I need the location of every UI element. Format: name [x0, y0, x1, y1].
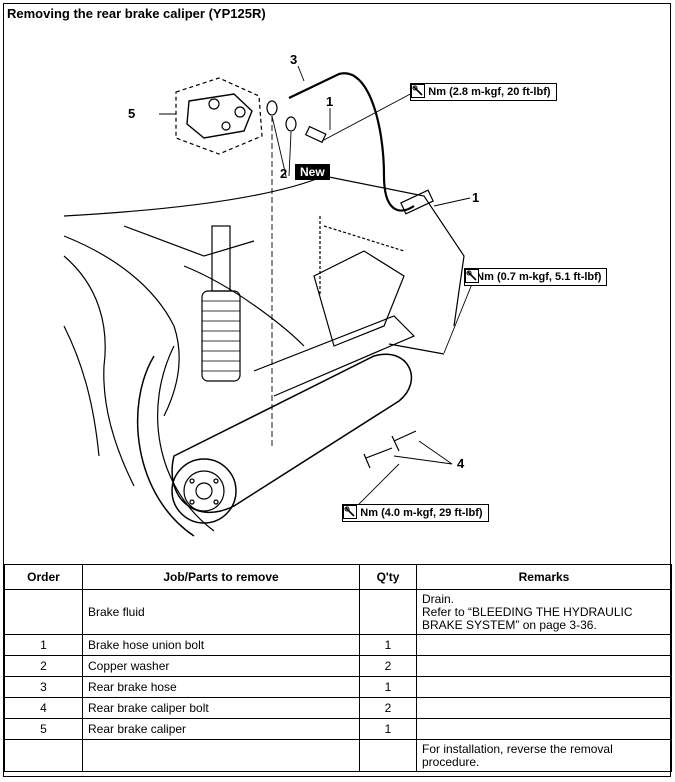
hose-clamp — [400, 189, 434, 215]
cell-remarks: For installation, reverse the removal pr… — [416, 739, 672, 772]
shock-absorber — [201, 290, 241, 382]
cell-order — [4, 739, 83, 772]
table-row: 4 Rear brake caliper bolt 2 — [4, 697, 672, 719]
caliper-bolt-lower — [363, 447, 393, 469]
table-row: 5 Rear brake caliper 1 — [4, 718, 672, 740]
header-order: Order — [4, 564, 83, 590]
cell-order: 1 — [4, 634, 83, 656]
cell-qty: 1 — [359, 634, 417, 656]
diagram-drawing — [63, 65, 475, 537]
union-bolt — [304, 125, 327, 144]
scooter-body-outline — [63, 175, 465, 327]
cell-remarks — [416, 655, 672, 677]
table-header-row: Order Job/Parts to remove Q'ty Remarks — [4, 564, 672, 590]
callout-2: 2 — [280, 166, 288, 181]
cell-order — [4, 589, 83, 635]
rear-wheel — [136, 355, 195, 537]
torque-spec-union-bolt: 28 Nm (2.8 m-kgf, 20 ft-lbf) — [410, 83, 557, 101]
exploded-diagram: 3 1 5 2 New 1 4 28 Nm (2.8 m-kgf, 20 ft-… — [4, 26, 670, 562]
cell-order: 5 — [4, 718, 83, 740]
wheel-hub — [171, 458, 237, 524]
table-row: 1 Brake hose union bolt 1 — [4, 634, 672, 656]
cell-part: Brake hose union bolt — [82, 634, 360, 656]
table-row: Brake fluid Drain. Refer to “BLEEDING TH… — [4, 589, 672, 635]
brake-caliper-exploded — [175, 77, 263, 155]
cell-part: Rear brake caliper bolt — [82, 697, 360, 719]
cell-remarks: Drain. Refer to “BLEEDING THE HYDRAULIC … — [416, 589, 672, 635]
cell-qty: 1 — [359, 676, 417, 698]
cell-part: Rear brake caliper — [82, 718, 360, 740]
header-qty: Q'ty — [359, 564, 417, 590]
cell-qty: 2 — [359, 655, 417, 677]
torque-spec-bracket-bolt: 7 Nm (0.7 m-kgf, 5.1 ft-lbf) — [464, 268, 608, 286]
copper-washer-1 — [266, 100, 278, 116]
cell-order: 2 — [4, 655, 83, 677]
callout-4: 4 — [457, 456, 465, 471]
cell-remarks — [416, 718, 672, 740]
cell-part: Rear brake hose — [82, 676, 360, 698]
header-job-parts: Job/Parts to remove — [82, 564, 360, 590]
page-title: Removing the rear brake caliper (YP125R) — [7, 6, 266, 21]
header-remarks: Remarks — [416, 564, 672, 590]
torque-wrench-icon — [411, 84, 425, 98]
torque-value: 7 Nm (0.7 m-kgf, 5.1 ft-lbf) — [467, 271, 602, 283]
torque-spec-caliper-bolt: 40 Nm (4.0 m-kgf, 29 ft-lbf) — [342, 504, 489, 522]
callout-5: 5 — [128, 106, 136, 121]
cell-qty — [359, 589, 417, 635]
new-badge: New — [295, 164, 330, 180]
rear-brake-hose — [288, 72, 415, 212]
cell-part: Copper washer — [82, 655, 360, 677]
caliper-bolt-upper — [391, 430, 417, 452]
torque-wrench-icon — [465, 269, 479, 283]
cell-qty: 2 — [359, 697, 417, 719]
page-frame — [3, 3, 671, 777]
copper-washer-2 — [285, 116, 297, 132]
cell-part: Brake fluid — [82, 589, 360, 635]
parts-table: Order Job/Parts to remove Q'ty Remarks B… — [4, 564, 672, 772]
table-row: 2 Copper washer 2 — [4, 655, 672, 677]
final-drive-case — [171, 353, 413, 513]
torque-value: 40 Nm (4.0 m-kgf, 29 ft-lbf) — [345, 507, 483, 519]
callout-1-union-bolt: 1 — [326, 94, 334, 109]
cell-part — [82, 739, 360, 772]
cell-remarks — [416, 634, 672, 656]
cell-qty — [359, 739, 417, 772]
table-row: 3 Rear brake hose 1 — [4, 676, 672, 698]
torque-value: 28 Nm (2.8 m-kgf, 20 ft-lbf) — [413, 86, 551, 98]
cell-order: 3 — [4, 676, 83, 698]
callout-1-clamp: 1 — [472, 190, 480, 205]
cell-order: 4 — [4, 697, 83, 719]
cell-remarks — [416, 697, 672, 719]
torque-wrench-icon — [343, 505, 357, 519]
cell-qty: 1 — [359, 718, 417, 740]
table-row: For installation, reverse the removal pr… — [4, 739, 672, 772]
cell-remarks — [416, 676, 672, 698]
callout-3: 3 — [290, 52, 298, 67]
